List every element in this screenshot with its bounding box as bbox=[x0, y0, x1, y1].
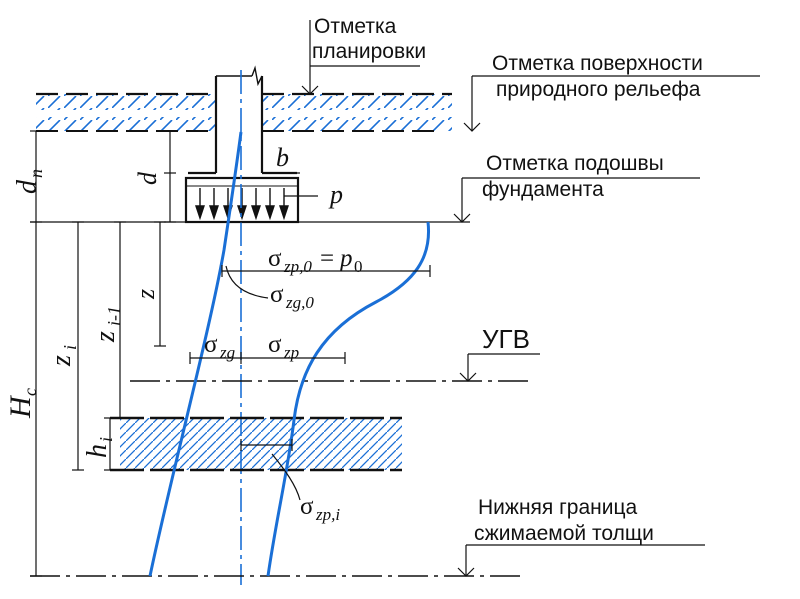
svg-text:H: H bbox=[4, 394, 37, 419]
svg-text:i: i bbox=[60, 345, 80, 350]
footing-base-line1: Отметка подошвы bbox=[486, 152, 664, 175]
svg-text:σ: σ bbox=[204, 331, 218, 358]
sigma-zp0-label: σ zp,0 = p 0 bbox=[268, 245, 363, 276]
footing-base-line2: фундамента bbox=[482, 178, 604, 201]
svg-text:z: z bbox=[46, 355, 77, 367]
sigma-zg-label: σ zg bbox=[204, 331, 235, 362]
zi-label: z i bbox=[46, 345, 80, 367]
svg-text:0: 0 bbox=[354, 257, 363, 276]
dn-label: d n bbox=[12, 169, 46, 194]
hi-label: h i bbox=[82, 437, 116, 458]
svg-text:=: = bbox=[320, 245, 334, 272]
lower-bound-line2: сжимаемой толщи bbox=[474, 522, 654, 545]
sigma-zg-curve bbox=[148, 131, 243, 577]
natural-surface-hatch bbox=[36, 117, 452, 132]
sigma-zg0-label: σ zg,0 bbox=[270, 281, 314, 312]
svg-text:zp,0: zp,0 bbox=[283, 257, 312, 276]
b-symbol: b bbox=[276, 143, 289, 172]
svg-text:σ: σ bbox=[270, 281, 284, 308]
svg-text:i-1: i-1 bbox=[104, 306, 124, 326]
svg-text:zp: zp bbox=[283, 343, 299, 362]
lower-bound-line1: Нижняя граница bbox=[478, 496, 637, 519]
svg-text:σ: σ bbox=[268, 245, 282, 272]
callouts bbox=[301, 20, 760, 577]
sigma-zpi-label: σ zp,i bbox=[300, 493, 340, 524]
d-symbol: d bbox=[133, 171, 162, 185]
top-soil-hatch bbox=[36, 92, 452, 110]
svg-text:z: z bbox=[90, 331, 121, 343]
svg-text:σ: σ bbox=[300, 493, 314, 520]
svg-text:σ: σ bbox=[268, 331, 282, 358]
natural-surface-line1: Отметка поверхности bbox=[492, 52, 703, 75]
svg-text:zg,0: zg,0 bbox=[285, 293, 314, 312]
grading-mark-line2: планировки bbox=[312, 40, 426, 63]
svg-text:d: d bbox=[12, 179, 43, 194]
svg-text:n: n bbox=[26, 169, 46, 178]
sigma-zp-curve bbox=[266, 221, 431, 577]
stress-dimensions bbox=[189, 195, 431, 501]
groundwater-label: УГВ bbox=[482, 324, 530, 354]
sigma-zp-label: σ zp bbox=[268, 331, 299, 362]
hc-label: H c bbox=[4, 388, 40, 419]
grading-mark-line1: Отметка bbox=[314, 15, 397, 38]
svg-text:zp,i: zp,i bbox=[315, 505, 340, 524]
svg-text:p: p bbox=[338, 245, 353, 272]
natural-surface-line2: природного рельефа bbox=[496, 78, 701, 101]
svg-text:h: h bbox=[82, 444, 113, 458]
z-symbol: z bbox=[131, 289, 160, 300]
svg-text:zg: zg bbox=[219, 343, 235, 362]
pressure-arrows bbox=[195, 188, 289, 221]
zi1-label: z i-1 bbox=[90, 306, 124, 343]
svg-text:c: c bbox=[20, 388, 40, 396]
p-symbol: p bbox=[328, 180, 343, 209]
left-dimensions bbox=[30, 130, 300, 577]
elementary-layer-hatch bbox=[110, 416, 402, 472]
svg-text:i: i bbox=[96, 437, 116, 442]
